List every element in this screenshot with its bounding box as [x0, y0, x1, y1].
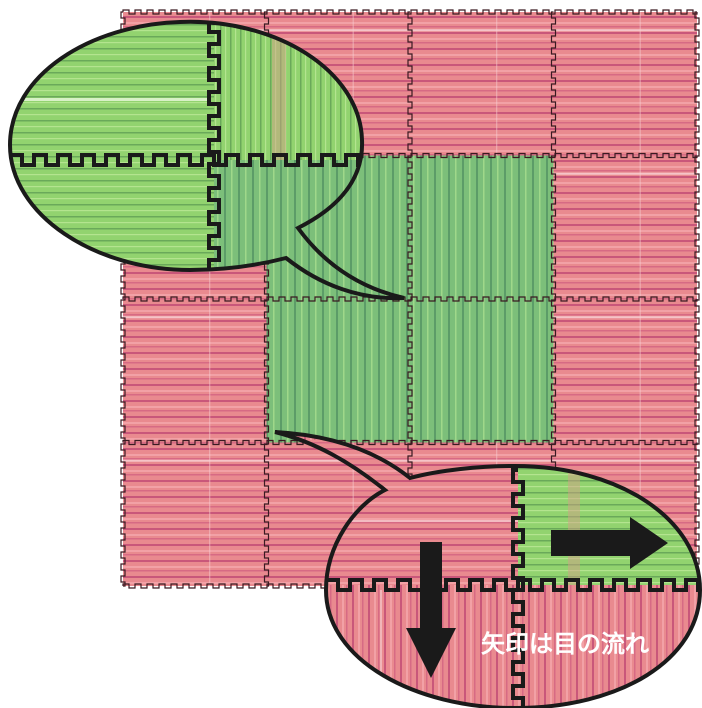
- tile-sheen: [410, 459, 554, 462]
- tile-sheen: [553, 29, 697, 32]
- tile-sheen: [553, 316, 697, 319]
- seam-horizontal: [122, 296, 698, 302]
- tile-sheen: [123, 316, 267, 319]
- caption-text: 矢印は目の流れ: [481, 630, 649, 658]
- green-tile: [266, 299, 410, 443]
- tile-sheen: [410, 29, 554, 32]
- seam-vertical: [694, 11, 700, 587]
- tile-sheen: [266, 29, 410, 32]
- tile-sheen: [639, 12, 641, 156]
- pink-tile: [553, 155, 697, 299]
- tile-sheen: [352, 12, 354, 156]
- arrow-right-shape: [551, 517, 668, 569]
- pink-tile: [123, 299, 267, 443]
- pink-tile: [123, 442, 267, 586]
- callout-sheen: [330, 520, 518, 522]
- tile-sheen: [209, 299, 211, 443]
- callout-streak: [272, 21, 286, 160]
- callout-bottom-right-outline: [274, 430, 702, 708]
- tile-sheen: [553, 172, 697, 175]
- green-tile: [410, 155, 554, 299]
- callout-sheen: [10, 98, 210, 101]
- callout-sheen: [380, 590, 382, 708]
- arrow-down-shape: [406, 542, 456, 678]
- seam-horizontal: [122, 9, 698, 15]
- pink-tile: [553, 299, 697, 443]
- green-tile: [410, 299, 554, 443]
- tile-sheen: [266, 459, 410, 462]
- pink-tile: [553, 12, 697, 156]
- pink-tile: [410, 12, 554, 156]
- seam-horizontal: [122, 439, 698, 446]
- arrow-down-icon: [406, 542, 456, 678]
- tile-sheen: [639, 299, 641, 443]
- callout-seam-horizontal: [324, 578, 700, 592]
- callout-seam-vertical: [207, 21, 221, 282]
- tile-sheen: [496, 12, 498, 156]
- tile-sheen: [639, 155, 641, 299]
- tile-sheen: [123, 459, 267, 462]
- tile-sheen: [209, 442, 211, 586]
- tile-sheen: [553, 459, 697, 462]
- callout-streak: [568, 470, 580, 585]
- callout-top-left-outline: [7, 19, 405, 301]
- arrow-right-icon: [551, 517, 668, 569]
- callout-seam-horizontal: [10, 153, 367, 167]
